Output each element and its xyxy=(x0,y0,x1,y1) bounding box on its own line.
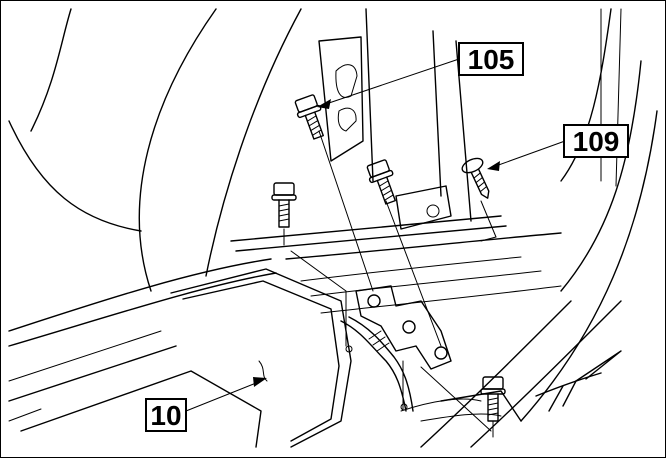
fastener-markers xyxy=(345,345,408,411)
front-direction-icon xyxy=(535,350,622,412)
callout-109: 109 xyxy=(563,124,629,158)
callout-10: 10 xyxy=(145,398,187,432)
floor-member xyxy=(230,215,562,314)
bolt-bottom-icon xyxy=(480,376,506,422)
body-contours xyxy=(8,8,658,422)
callout-105: 105 xyxy=(458,42,524,76)
bracket-panel xyxy=(318,8,472,230)
side-panel xyxy=(400,300,622,448)
installation-lines xyxy=(283,130,497,438)
callout-105-label: 105 xyxy=(468,44,515,75)
leader-arrows xyxy=(180,58,566,414)
callout-109-label: 109 xyxy=(573,126,620,157)
bolt-top-105-icon xyxy=(294,94,324,140)
cable xyxy=(340,316,414,412)
center-bracket xyxy=(355,285,452,370)
bolt-center-icon xyxy=(366,159,396,205)
screw-109-icon xyxy=(461,157,490,199)
bolt-left-icon xyxy=(271,182,297,228)
callout-10-label: 10 xyxy=(150,400,181,431)
